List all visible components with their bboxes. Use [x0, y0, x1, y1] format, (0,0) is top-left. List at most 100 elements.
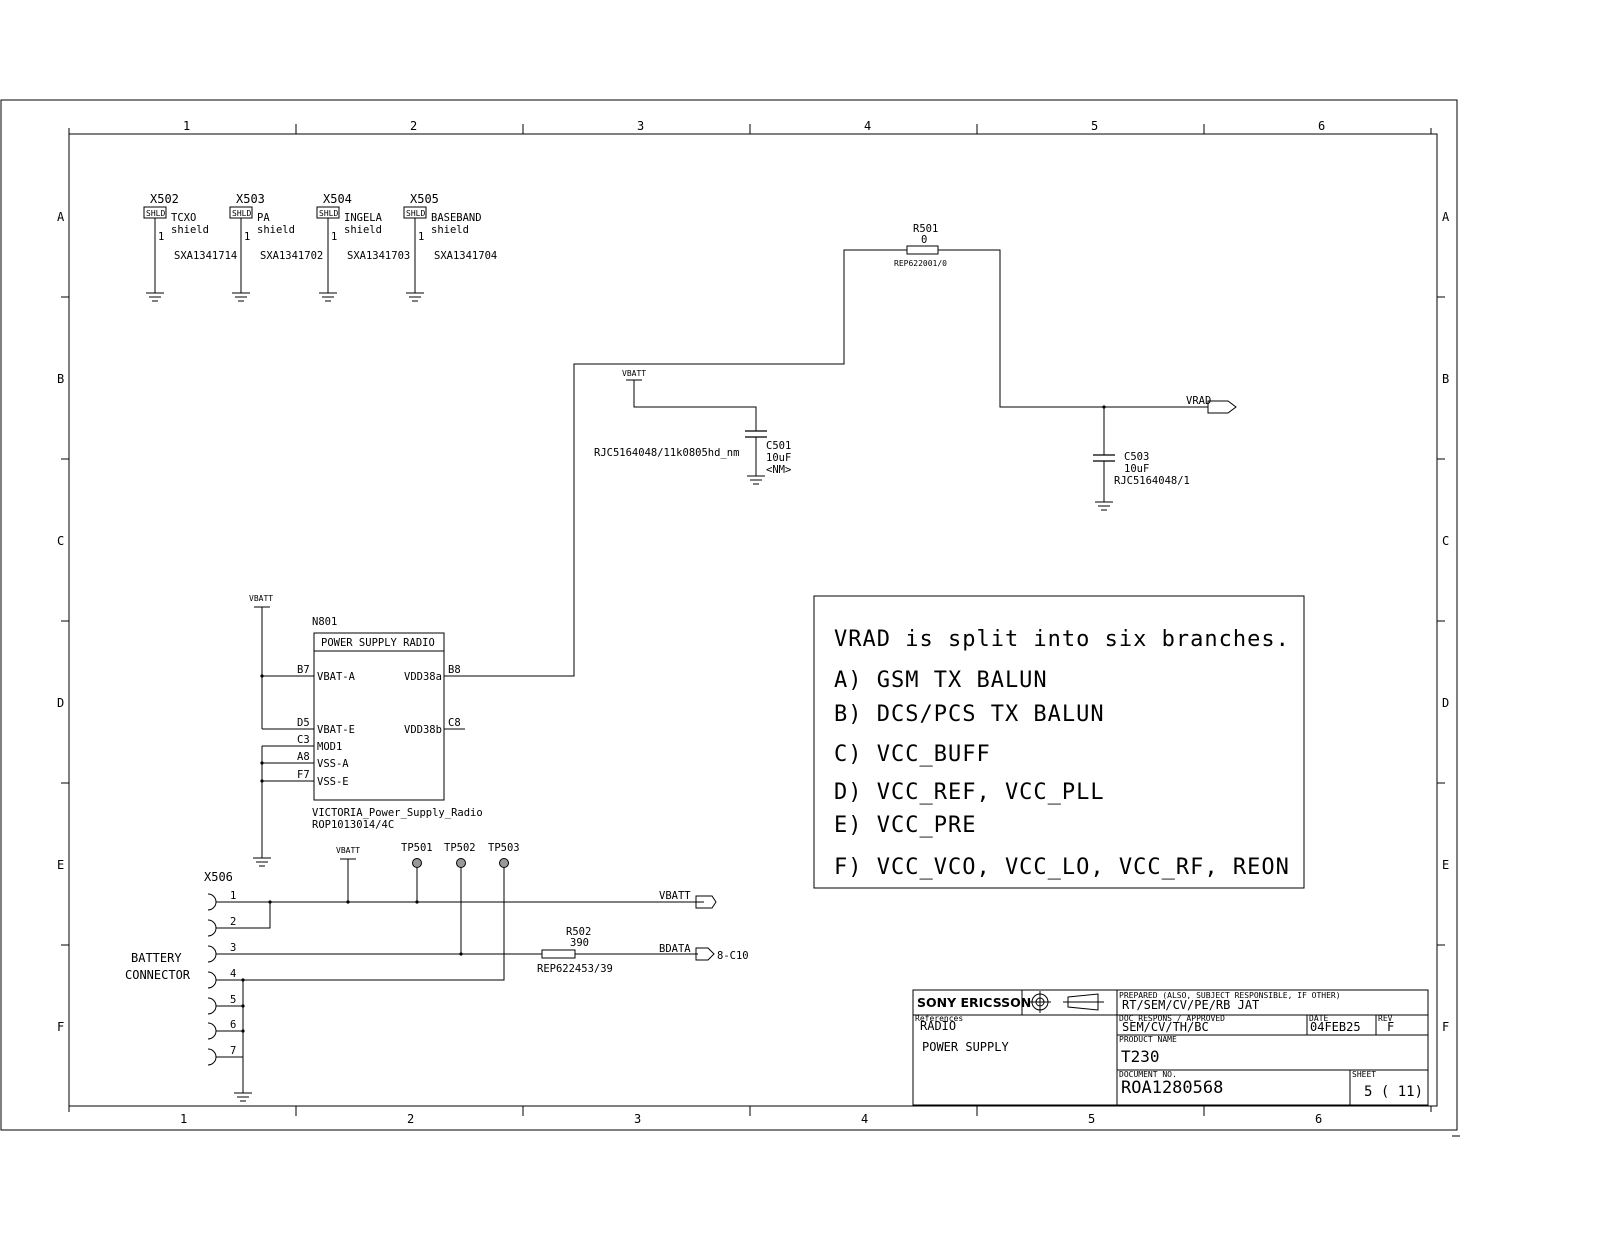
shield-tag: SHLD	[232, 209, 251, 218]
shield-name-2: shield	[431, 224, 469, 236]
shield-name: PA	[257, 212, 270, 224]
document-number-value: ROA1280568	[1121, 1078, 1223, 1098]
shield-part: SXA1341714	[174, 250, 237, 262]
date-label: DATE	[1309, 1014, 1328, 1023]
row-label-right-A: A	[1442, 210, 1450, 224]
n801-pin-a8-num: A8	[297, 751, 310, 763]
x506-ref: X506	[204, 870, 233, 884]
r502-ref: R502	[566, 926, 591, 938]
n801-pin-d5-name: VBAT-E	[317, 724, 355, 736]
x506-pin-3: 3	[230, 942, 236, 954]
shield-pin: 1	[418, 231, 424, 243]
battery-label-1: BATTERY	[131, 951, 182, 965]
col-label-bottom-5: 5	[1088, 1112, 1095, 1126]
x506-pin-2: 2	[230, 916, 236, 928]
prepared-value: RT/SEM/CV/PE/RB JAT	[1122, 998, 1259, 1012]
shield-x504: X504 SHLD INGELA shield 1 SXA1341703	[316, 192, 410, 302]
shield-name: INGELA	[344, 212, 383, 224]
r501-ref: R501	[913, 223, 938, 235]
shield-part: SXA1341704	[434, 250, 497, 262]
n801-pin-c8-num: C8	[448, 717, 461, 729]
sheet-label: SHEET	[1352, 1070, 1376, 1079]
vrad-note-box: VRAD is split into six branches. A) GSM …	[813, 595, 1305, 889]
row-label-left-E: E	[57, 858, 64, 872]
title-block: SONY ERICSSON PREPARED (ALSO, SUBJECT RE…	[912, 989, 1429, 1106]
product-name-value: T230	[1121, 1047, 1160, 1066]
n801-pin-b7-num: B7	[297, 664, 310, 676]
product-name-label: PRODUCT NAME	[1119, 1035, 1177, 1044]
r501-value: 0	[921, 234, 927, 246]
c501-part: RJC5164048/11k0805hd_nm	[594, 447, 739, 459]
column-ticks	[68, 124, 1432, 1116]
note-line-d: D) VCC_REF, VCC_PLL	[834, 780, 1105, 805]
projection-symbol-icon	[1029, 991, 1104, 1013]
row-label-right-B: B	[1442, 372, 1449, 386]
shield-name-2: shield	[344, 224, 382, 236]
c501-value: 10uF	[766, 452, 791, 464]
vbatt-out-label: VBATT	[659, 890, 691, 902]
doc-respons-label: DOC RESPONS / APPROVED	[1119, 1014, 1225, 1023]
row-ticks	[61, 296, 1445, 946]
row-label-left-F: F	[57, 1020, 64, 1034]
shield-ref: X502	[150, 192, 179, 206]
document-number-label: DOCUMENT NO.	[1119, 1070, 1177, 1079]
note-line-e: E) VCC_PRE	[834, 813, 976, 838]
note-line-c: C) VCC_BUFF	[834, 742, 991, 767]
shield-x503: X503 SHLD PA shield 1 SXA1341702	[229, 192, 323, 302]
n801-pin-b7-name: VBAT-A	[317, 671, 356, 683]
date-value: 04FEB25	[1310, 1020, 1361, 1034]
row-label-left-C: C	[57, 534, 64, 548]
r502-part: REP622453/39	[537, 963, 613, 975]
col-label-top-1: 1	[183, 119, 190, 133]
col-label-bottom-1: 1	[180, 1112, 187, 1126]
shield-tag: SHLD	[406, 209, 425, 218]
drawing-frame	[0, 99, 1460, 1137]
x506-pin-6: 6	[230, 1019, 236, 1031]
note-line-f: F) VCC_VCO, VCC_LO, VCC_RF, REON	[834, 855, 1290, 880]
rev-value: F	[1387, 1020, 1394, 1034]
tp502-label: TP502	[444, 842, 476, 854]
r502-value: 390	[570, 937, 589, 949]
n801-pin-f7-name: VSS-E	[317, 776, 349, 788]
references-label: References	[915, 1014, 963, 1023]
battery-label-2: CONNECTOR	[125, 968, 191, 982]
n801-pin-f7-num: F7	[297, 769, 310, 781]
r501-part: REP622001/0	[894, 259, 947, 268]
sheet-value: 5 ( 11)	[1364, 1084, 1423, 1100]
x506-vbatt-label: VBATT	[336, 846, 360, 855]
tp501-label: TP501	[401, 842, 433, 854]
x506-pin-7: 7	[230, 1045, 236, 1057]
row-label-left-B: B	[57, 372, 64, 386]
c501-vbatt-label: VBATT	[622, 369, 646, 378]
n801-pin-b8-num: B8	[448, 664, 461, 676]
shield-pin: 1	[158, 231, 164, 243]
c503-part: RJC5164048/1	[1114, 475, 1190, 487]
capacitor-c503: C503 10uF RJC5164048/1	[1093, 405, 1190, 511]
document-description: POWER SUPPLY	[922, 1040, 1009, 1054]
row-label-left-D: D	[57, 696, 64, 710]
c503-value: 10uF	[1124, 463, 1149, 475]
bdata-ref-label: 8-C10	[717, 950, 749, 962]
note-title: VRAD is split into six branches.	[834, 627, 1290, 652]
col-label-top-3: 3	[637, 119, 644, 133]
c503-ref: C503	[1124, 451, 1149, 463]
n801-pin-d5-num: D5	[297, 717, 310, 729]
vrad-wire	[465, 249, 1237, 677]
n801-part-name: VICTORIA_Power_Supply_Radio	[312, 807, 483, 819]
shield-x505: X505 SHLD BASEBAND shield 1 SXA1341704	[403, 192, 497, 302]
vrad-label: VRAD	[1186, 395, 1211, 407]
col-label-bottom-3: 3	[634, 1112, 641, 1126]
shield-part: SXA1341703	[347, 250, 410, 262]
n801-pin-c3-name: MOD1	[317, 741, 342, 753]
x506-pin-5: 5	[230, 994, 236, 1006]
shield-name-2: shield	[257, 224, 295, 236]
n801-ref: N801	[312, 616, 337, 628]
row-label-right-D: D	[1442, 696, 1449, 710]
rev-label: REV	[1378, 1014, 1393, 1023]
col-label-top-4: 4	[864, 119, 871, 133]
row-label-left-A: A	[57, 210, 65, 224]
shield-pin: 1	[331, 231, 337, 243]
col-label-bottom-4: 4	[861, 1112, 868, 1126]
